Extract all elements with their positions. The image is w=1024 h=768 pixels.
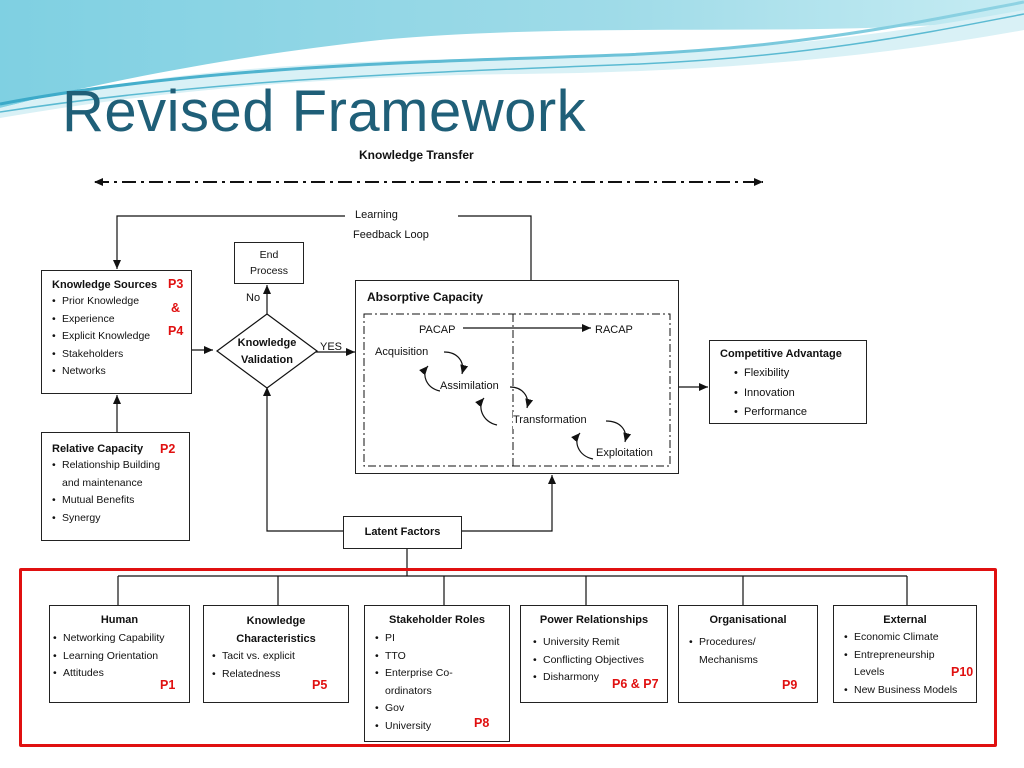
list-item: Prior Knowledge — [52, 293, 191, 311]
learning-feedback-label-line1: Learning — [353, 207, 400, 224]
list-item: ordinators — [375, 683, 509, 701]
list-item: Innovation — [734, 384, 866, 404]
factor-title: Power Relationships — [539, 614, 649, 626]
exploitation-label: Exploitation — [596, 445, 653, 462]
assimilation-label: Assimilation — [440, 378, 499, 395]
validation-line2: Validation — [241, 354, 293, 366]
end-process-line1: End — [259, 249, 279, 261]
tag-p9: P9 — [782, 678, 798, 692]
factor-list: Networking Capability Learning Orientati… — [50, 630, 189, 683]
relative-capacity-title: Relative Capacity — [52, 443, 144, 455]
list-item-continuation: ordinators — [385, 684, 432, 697]
yes-label: YES — [320, 341, 343, 353]
list-item: Attitudes — [53, 665, 189, 683]
factor-box-organisational: Organisational Procedures/ Mechanisms — [678, 605, 818, 703]
list-item: Levels — [844, 664, 976, 682]
absorptive-capacity-box — [355, 280, 679, 474]
slide-title: Revised Framework — [62, 79, 587, 144]
list-item: Conflicting Objectives — [533, 652, 667, 670]
knowledge-transfer-label: Knowledge Transfer — [359, 148, 474, 162]
tag-p2: P2 — [160, 442, 176, 456]
list-item: Synergy — [52, 510, 189, 528]
factor-box-knowledge-characteristics: Knowledge Characteristics Tacit vs. expl… — [203, 605, 349, 703]
list-item-continuation: Mechanisms — [699, 653, 758, 666]
factor-title: Stakeholder Roles — [389, 614, 485, 626]
list-item: New Business Models — [844, 682, 976, 700]
factor-box-stakeholder-roles: Stakeholder Roles PI TTO Enterprise Co- … — [364, 605, 510, 742]
racap-label: RACAP — [595, 324, 633, 336]
end-process-box: End Process — [234, 242, 304, 284]
absorptive-capacity-title: Absorptive Capacity — [367, 290, 484, 304]
factor-title-line2: Characteristics — [236, 633, 316, 645]
factor-title: External — [883, 614, 927, 626]
factor-list: PI TTO Enterprise Co- ordinators Gov Uni… — [365, 630, 509, 735]
list-item: Stakeholders — [52, 346, 191, 364]
tag-p3: P3 — [168, 277, 184, 291]
list-item-continuation: and maintenance — [62, 476, 143, 489]
factor-list: University Remit Conflicting Objectives … — [521, 634, 667, 687]
tag-p5: P5 — [312, 678, 328, 692]
knowledge-validation-label: Knowledge Validation — [226, 335, 308, 369]
latent-factors-box: Latent Factors — [343, 516, 462, 549]
tag-p6-p7: P6 & P7 — [612, 677, 659, 691]
competitive-advantage-title: Competitive Advantage — [720, 348, 842, 360]
list-item: Performance — [734, 403, 866, 423]
list-item: University Remit — [533, 634, 667, 652]
list-item: Mechanisms — [689, 652, 817, 670]
factor-box-human: Human Networking Capability Learning Ori… — [49, 605, 190, 703]
list-item: Disharmony — [533, 669, 667, 687]
header-wave-decoration — [0, 0, 1024, 118]
end-process-line2: Process — [250, 265, 288, 277]
competitive-advantage-list: Flexibility Innovation Performance — [720, 364, 866, 423]
factor-list: Tacit vs. explicit Relatedness — [204, 648, 348, 683]
tag-p1: P1 — [160, 678, 176, 692]
list-item: Explicit Knowledge — [52, 328, 191, 346]
list-item: Networks — [52, 363, 191, 381]
competitive-advantage-box: Competitive Advantage Flexibility Innova… — [709, 340, 867, 424]
list-item: PI — [375, 630, 509, 648]
factor-box-power-relationships: Power Relationships University Remit Con… — [520, 605, 668, 703]
validation-line1: Knowledge — [237, 337, 297, 349]
tag-p10: P10 — [951, 665, 974, 679]
factor-title: Knowledge — [246, 615, 306, 627]
relative-capacity-box: Relative Capacity Relationship Building … — [41, 432, 190, 541]
no-label: No — [246, 292, 261, 304]
factor-list: Procedures/ Mechanisms — [679, 634, 817, 669]
transformation-label: Transformation — [513, 412, 587, 429]
list-item: Enterprise Co- — [375, 665, 509, 683]
tag-p8: P8 — [474, 716, 490, 730]
tag-p4: P4 — [168, 324, 184, 338]
list-item: Relatedness — [212, 666, 348, 684]
list-item: Flexibility — [734, 364, 866, 384]
relative-capacity-list: Relationship Building and maintenance Mu… — [52, 457, 189, 527]
knowledge-sources-box: Knowledge Sources Prior Knowledge Experi… — [41, 270, 192, 394]
factor-list: Economic Climate Entrepreneurship Levels… — [834, 629, 976, 699]
list-item: Experience — [52, 311, 191, 329]
list-item: Procedures/ — [689, 634, 817, 652]
list-item: Economic Climate — [844, 629, 976, 647]
pacap-label: PACAP — [419, 324, 456, 336]
list-item: Entrepreneurship — [844, 647, 976, 665]
factor-box-external: External Economic Climate Entrepreneursh… — [833, 605, 977, 703]
list-item: TTO — [375, 648, 509, 666]
list-item-continuation: Levels — [854, 666, 885, 678]
acquisition-label: Acquisition — [375, 346, 429, 358]
knowledge-sources-title: Knowledge Sources — [52, 279, 158, 291]
factor-title: Organisational — [709, 614, 787, 626]
list-item: Learning Orientation — [53, 648, 189, 666]
list-item: and maintenance — [52, 475, 189, 493]
list-item: Networking Capability — [53, 630, 189, 648]
learning-feedback-label-line2: Feedback Loop — [353, 229, 429, 241]
list-item: University — [375, 718, 509, 736]
latent-factors-frame — [19, 568, 997, 747]
list-item: Gov — [375, 700, 509, 718]
factor-title: Human — [100, 614, 139, 626]
list-item: Relationship Building — [52, 457, 189, 475]
tag-ampersand: & — [171, 301, 181, 315]
list-item: Tacit vs. explicit — [212, 648, 348, 666]
list-item: Mutual Benefits — [52, 492, 189, 510]
knowledge-sources-list: Prior Knowledge Experience Explicit Know… — [52, 293, 191, 381]
